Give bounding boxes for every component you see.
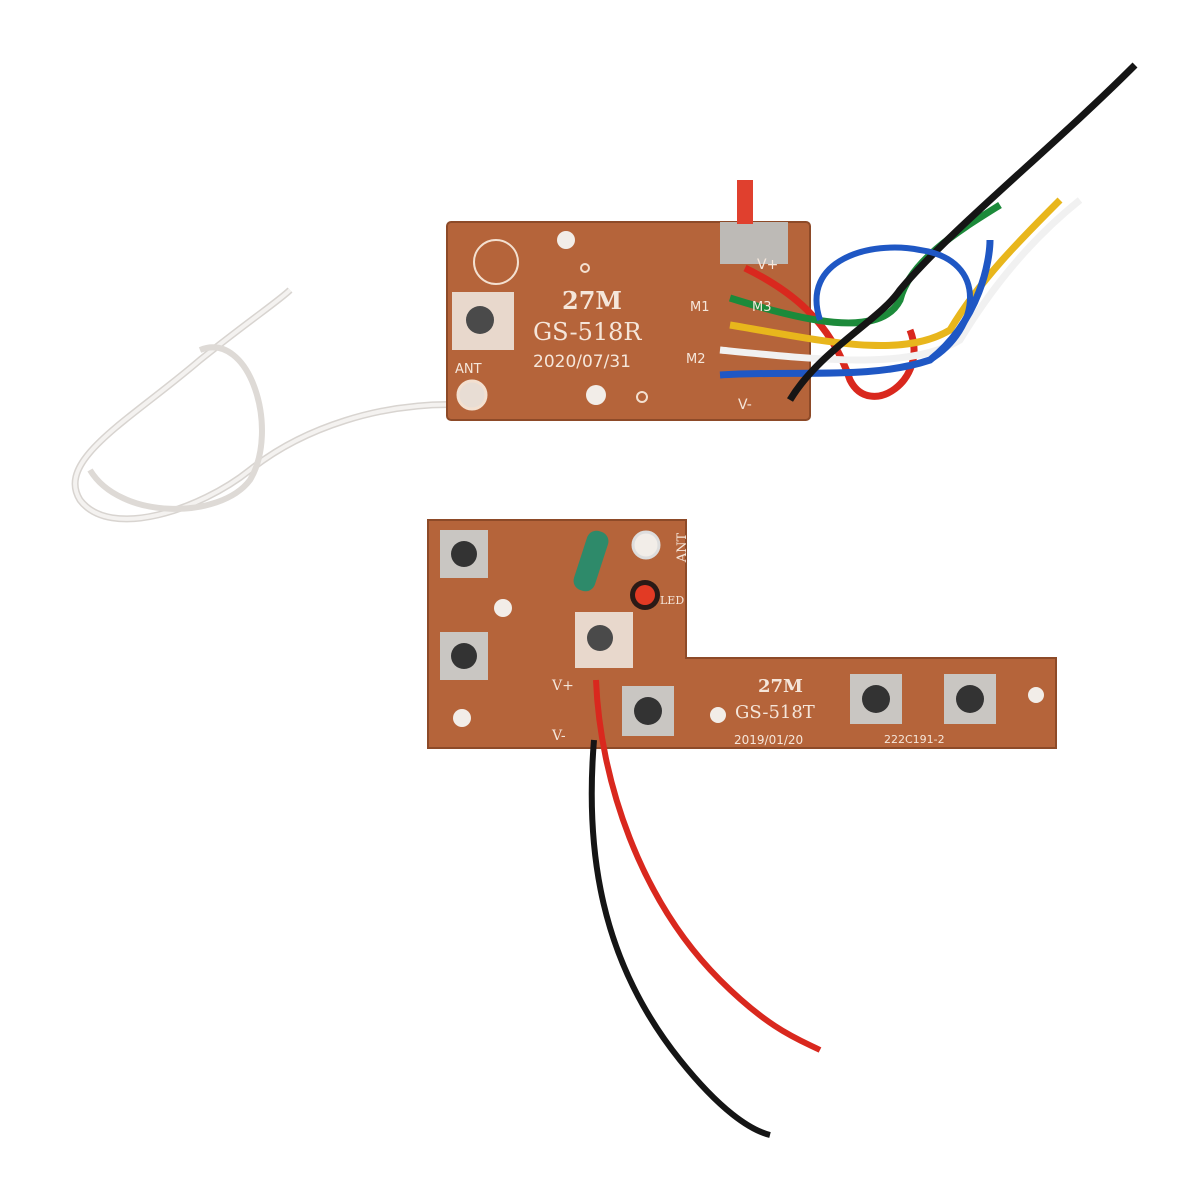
receiver-vplus-label: V+	[757, 257, 779, 273]
transmitter-vplus-label: V+	[552, 678, 574, 694]
transmitter-frequency: 27M	[758, 676, 803, 697]
receiver-m1-label: M1	[690, 300, 710, 315]
transmitter-code: 222C191-2	[884, 733, 945, 746]
receiver-date: 2020/07/31	[533, 352, 631, 372]
receiver-m3-label: M3	[752, 300, 772, 315]
receiver-model: GS-518R	[533, 318, 642, 346]
transmitter-vminus-label: V-	[552, 728, 566, 744]
receiver-vminus-label: V-	[738, 397, 752, 413]
transmitter-date: 2019/01/20	[734, 733, 804, 747]
transmitter-model: GS-518T	[735, 702, 815, 723]
receiver-frequency: 27M	[562, 286, 622, 315]
receiver-m2-label: M2	[686, 352, 706, 367]
transmitter-ant-label: ANT	[675, 532, 691, 563]
transmitter-led-label: LED	[660, 594, 685, 607]
receiver-board	[447, 222, 810, 420]
receiver-ant-label: ANT	[455, 362, 482, 377]
